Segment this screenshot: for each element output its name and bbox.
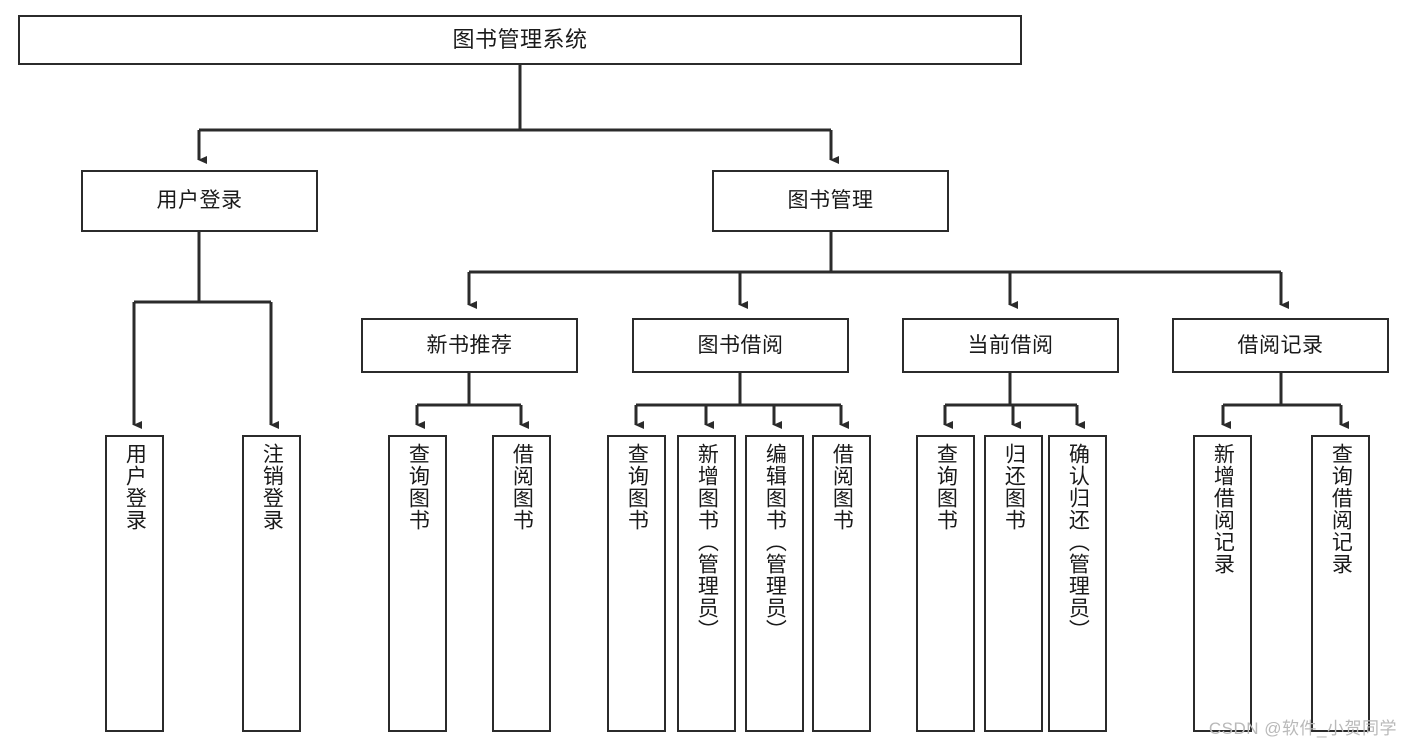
- leaf-current-borrow-confirm-return-admin[interactable]: 确认归还（管理员）: [1048, 435, 1107, 732]
- node-label: 注销登录: [260, 443, 284, 531]
- node-label: 查询图书: [934, 443, 958, 531]
- leaf-current-borrow-query-book[interactable]: 查询图书: [916, 435, 975, 732]
- leaf-current-borrow-return-book[interactable]: 归还图书: [984, 435, 1043, 732]
- node-label: 确认归还（管理员）: [1066, 443, 1090, 641]
- node-book-management[interactable]: 图书管理: [712, 170, 949, 232]
- leaf-book-borrow-edit-book-admin[interactable]: 编辑图书（管理员）: [745, 435, 804, 732]
- node-label: 图书管理: [787, 189, 874, 213]
- leaf-book-borrow-add-book-admin[interactable]: 新增图书（管理员）: [677, 435, 736, 732]
- node-label: 归还图书: [1002, 443, 1026, 531]
- node-root-book-management-system[interactable]: 图书管理系统: [18, 15, 1022, 65]
- node-current-borrow[interactable]: 当前借阅: [902, 318, 1119, 373]
- node-book-borrow[interactable]: 图书借阅: [632, 318, 849, 373]
- leaf-new-book-query-book[interactable]: 查询图书: [388, 435, 447, 732]
- node-label: 新增图书（管理员）: [695, 443, 719, 641]
- node-label: 查询图书: [406, 443, 430, 531]
- node-label: 借阅图书: [510, 443, 534, 531]
- leaf-new-book-borrow-book[interactable]: 借阅图书: [492, 435, 551, 732]
- leaf-borrow-record-query-record[interactable]: 查询借阅记录: [1311, 435, 1370, 732]
- leaf-book-borrow-borrow-book[interactable]: 借阅图书: [812, 435, 871, 732]
- node-borrow-record[interactable]: 借阅记录: [1172, 318, 1389, 373]
- node-label: 编辑图书（管理员）: [763, 443, 787, 641]
- node-label: 用户登录: [156, 189, 243, 213]
- node-user-login[interactable]: 用户登录: [81, 170, 318, 232]
- leaf-borrow-record-add-record[interactable]: 新增借阅记录: [1193, 435, 1252, 732]
- leaf-user-login-login[interactable]: 用户登录: [105, 435, 164, 732]
- node-label: 图书管理系统: [452, 26, 588, 52]
- node-label: 当前借阅: [967, 333, 1054, 357]
- leaf-book-borrow-query-book[interactable]: 查询图书: [607, 435, 666, 732]
- node-label: 查询借阅记录: [1329, 443, 1353, 575]
- leaf-user-login-logout[interactable]: 注销登录: [242, 435, 301, 732]
- node-label: 新增借阅记录: [1211, 443, 1235, 575]
- watermark-csdn: CSDN @软件_小贺同学: [1208, 719, 1397, 738]
- node-new-book-recommend[interactable]: 新书推荐: [361, 318, 578, 373]
- node-label: 借阅记录: [1237, 333, 1324, 357]
- node-label: 借阅图书: [830, 443, 854, 531]
- node-label: 新书推荐: [426, 333, 513, 357]
- node-label: 图书借阅: [697, 333, 784, 357]
- node-label: 用户登录: [123, 443, 147, 531]
- node-label: 查询图书: [625, 443, 649, 531]
